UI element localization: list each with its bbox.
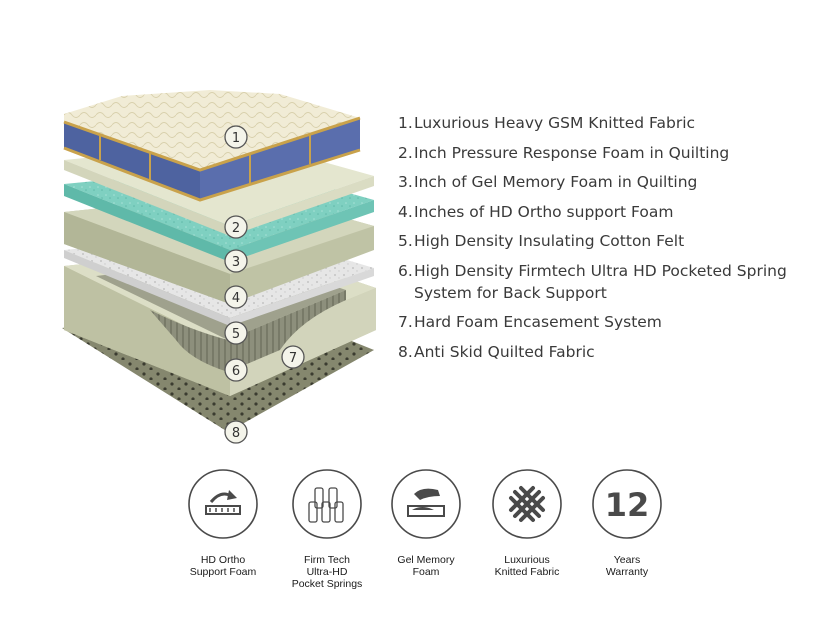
layer-text: High Density Firmtech Ultra HD Pocketed …	[414, 261, 787, 302]
layer-text: Inch of Gel Memory Foam in Quilting	[414, 173, 698, 191]
badge-2: 2	[224, 215, 248, 239]
layer-knitted-fabric	[63, 90, 361, 202]
layer-text: Hard Foam Encasement System	[414, 313, 662, 331]
feature-label: Gel Memory Foam	[397, 554, 455, 578]
layer-item-4: 4.Inches of HD Ortho support Foam	[398, 201, 818, 223]
layer-number: 1.	[398, 114, 413, 132]
svg-text:7: 7	[289, 351, 297, 366]
svg-text:8: 8	[232, 426, 240, 441]
layer-text: Luxurious Heavy GSM Knitted Fabric	[414, 114, 696, 132]
layer-item-8: 8.Anti Skid Quilted Fabric	[398, 341, 818, 363]
layer-number: 4.	[398, 202, 413, 221]
feature-icons-row: HD Ortho Support Foam Firm Tech Ultra-HD…	[170, 468, 690, 608]
feature-label: Years Warranty	[605, 554, 649, 578]
layer-text: Anti Skid Quilted Fabric	[414, 342, 595, 361]
svg-text:12: 12	[605, 486, 650, 524]
badge-1: 1	[224, 125, 248, 149]
feature-gel-memory: Gel Memory Foam	[371, 468, 481, 578]
svg-text:6: 6	[232, 364, 240, 379]
svg-text:1: 1	[232, 131, 240, 146]
badge-3: 3	[224, 249, 248, 273]
pocket-springs-icon	[292, 469, 362, 539]
feature-label: Firm Tech Ultra-HD Pocket Springs	[291, 554, 363, 590]
layer-item-7: 7.Hard Foam Encasement System	[398, 311, 818, 333]
layer-number: 3.	[398, 173, 413, 191]
layer-text: High Density Insulating Cotton Felt	[414, 232, 685, 250]
gel-memory-foam-icon	[391, 469, 461, 539]
layer-item-1: 1.Luxurious Heavy GSM Knitted Fabric	[398, 112, 818, 134]
layer-text: Inch Pressure Response Foam in Quilting	[414, 143, 730, 162]
feature-pocket-springs: Firm Tech Ultra-HD Pocket Springs	[272, 468, 382, 590]
feature-warranty: 12 Years Warranty	[572, 468, 682, 578]
layer-number: 2.	[398, 143, 413, 162]
badge-5: 5	[224, 321, 248, 345]
warranty-12-icon: 12	[592, 469, 662, 539]
badge-7: 7	[281, 345, 305, 369]
knitted-fabric-icon	[492, 469, 562, 539]
svg-text:4: 4	[232, 291, 240, 306]
layer-number: 8.	[398, 342, 413, 361]
feature-label: HD Ortho Support Foam	[189, 554, 257, 578]
badge-6: 6	[224, 358, 248, 382]
badge-8: 8	[224, 420, 248, 444]
feature-label: Luxurious Knitted Fabric	[494, 554, 560, 578]
svg-text:5: 5	[232, 327, 240, 342]
svg-text:3: 3	[232, 255, 240, 270]
layer-item-3: 3.Inch of Gel Memory Foam in Quilting	[398, 171, 818, 193]
layer-text: Inches of HD Ortho support Foam	[414, 202, 674, 221]
feature-hd-ortho: HD Ortho Support Foam	[168, 468, 278, 578]
mattress-layers-diagram: 1 2 3 4 5 6 7 8	[62, 90, 376, 444]
badge-4: 4	[224, 285, 248, 309]
layer-item-5: 5.High Density Insulating Cotton Felt	[398, 230, 818, 252]
layer-item-2: 2.Inch Pressure Response Foam in Quiltin…	[398, 142, 818, 164]
layer-number: 6.	[398, 261, 413, 280]
layer-item-6: 6.High Density Firmtech Ultra HD Pockete…	[398, 260, 818, 304]
layer-number: 5.	[398, 232, 413, 250]
feature-knitted-fabric: Luxurious Knitted Fabric	[472, 468, 582, 578]
svg-text:2: 2	[232, 221, 240, 236]
hd-ortho-foam-icon	[188, 469, 258, 539]
layer-list: 1.Luxurious Heavy GSM Knitted Fabric 2.I…	[398, 112, 818, 370]
layer-number: 7.	[398, 313, 413, 331]
